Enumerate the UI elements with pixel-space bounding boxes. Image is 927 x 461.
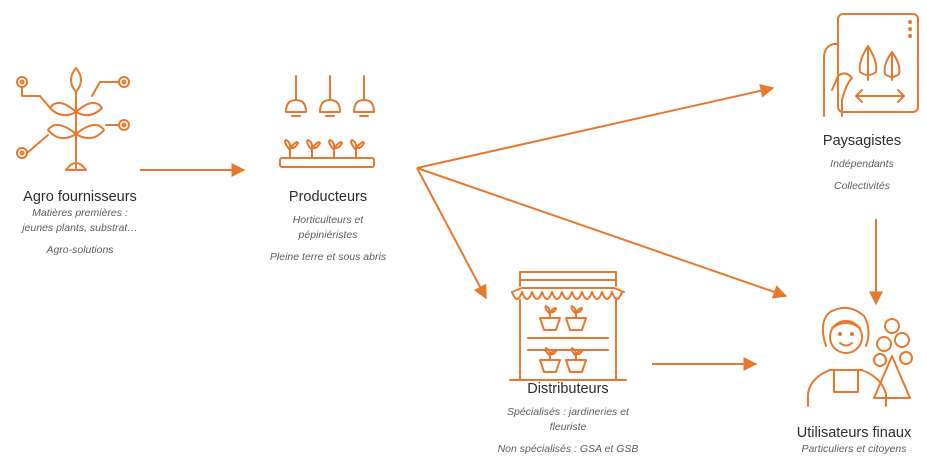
node-detail: Matières premières : <box>32 207 128 219</box>
node-detail: fleuriste <box>549 421 587 433</box>
market-stall-icon <box>509 271 627 381</box>
arrow-producteurs-to-utilisateurs <box>416 167 788 299</box>
node-detail: Agro-solutions <box>46 244 114 256</box>
node-detail: jeunes plants, substrat… <box>22 222 138 234</box>
node-title: Distributeurs <box>527 381 609 397</box>
node-detail: Indépendants <box>830 158 894 170</box>
arrow-producteurs-to-distributeurs <box>416 167 487 300</box>
node-title: Producteurs <box>288 189 368 205</box>
node-producteurs: Producteurs Horticulteurs et pépiniérist… <box>248 188 408 265</box>
person-with-flowers-icon <box>807 306 913 407</box>
greenhouse-lamps-icon <box>279 75 375 168</box>
node-title: Paysagistes <box>822 133 902 149</box>
node-detail: Horticulteurs et <box>292 214 364 226</box>
landscape-plan-icon <box>823 13 919 117</box>
node-paysagistes: Paysagistes Indépendants Collectivités <box>800 132 924 194</box>
plant-icon <box>16 67 130 171</box>
node-detail: Pleine terre et sous abris <box>269 251 387 263</box>
node-title: Agro fournisseurs <box>23 189 137 205</box>
node-distributeurs: Distributeurs Spécialisés : jardineries … <box>488 380 648 457</box>
node-agro-fournisseurs: Agro fournisseurs Matières premières : j… <box>0 188 160 258</box>
arrow-producteurs-to-paysagistes <box>416 83 775 169</box>
node-detail: pépiniéristes <box>298 229 358 241</box>
node-detail: Spécialisés : jardineries et <box>507 406 629 418</box>
node-detail: Non spécialisés : GSA et GSB <box>497 443 639 455</box>
node-utilisateurs-finaux: Utilisateurs finaux Particuliers et cito… <box>784 424 924 457</box>
node-title: Utilisateurs finaux <box>796 425 912 441</box>
node-detail: Particuliers et citoyens <box>801 443 907 455</box>
node-detail: Collectivités <box>833 180 891 192</box>
